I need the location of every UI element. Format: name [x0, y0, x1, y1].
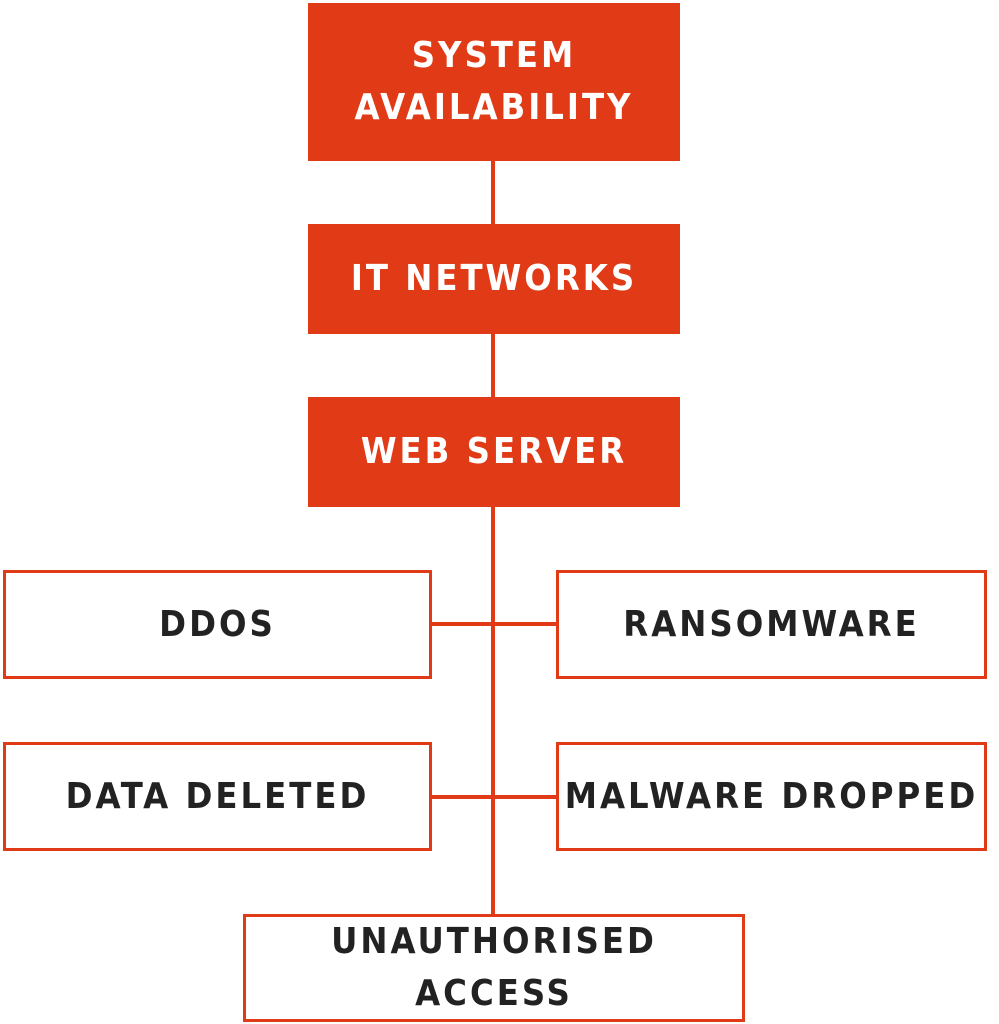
node-label: WEB SERVER	[360, 431, 628, 472]
node-label: RANSOMWARE	[623, 603, 920, 645]
node-ransomware: RANSOMWARE	[556, 570, 987, 679]
connector-system-to-networks	[491, 160, 495, 226]
node-it-networks: IT NETWORKS	[308, 224, 680, 334]
node-label: IT NETWORKS	[350, 258, 638, 299]
connector-networks-to-webserver	[491, 333, 495, 399]
connector-webserver-trunk	[491, 506, 495, 916]
node-label: SYSTEM AVAILABILITY	[354, 35, 634, 128]
node-data-deleted: DATA DELETED	[3, 742, 432, 851]
node-ddos: DDOS	[3, 570, 432, 679]
node-malware-dropped: MALWARE DROPPED	[556, 742, 987, 851]
node-label: UNAUTHORISED ACCESS	[331, 921, 657, 1014]
node-unauthorised-access: UNAUTHORISED ACCESS	[243, 914, 745, 1022]
node-label: DATA DELETED	[65, 775, 370, 817]
connector-branch-ddos-ransomware	[430, 622, 558, 626]
node-web-server: WEB SERVER	[308, 397, 680, 507]
node-label: MALWARE DROPPED	[564, 775, 979, 817]
node-label: DDOS	[159, 603, 276, 645]
node-system-availability: SYSTEM AVAILABILITY	[308, 3, 680, 161]
connector-branch-deleted-malware	[430, 795, 558, 799]
